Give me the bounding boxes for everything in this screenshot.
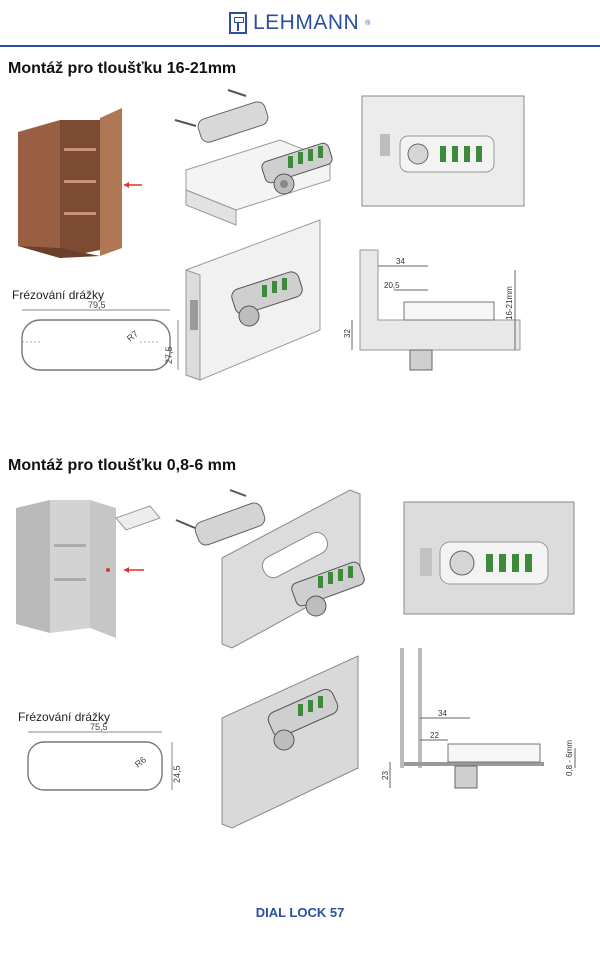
dim-length-wood: 79,5	[88, 300, 106, 310]
section1-illustrations: 79,5 R7 27,5 34 20,5 32 16-21mm	[18, 89, 525, 381]
lock-detail-view-sheet	[403, 501, 575, 615]
lock-exploded-wood	[174, 89, 333, 226]
dim-34-sheet: 34	[438, 709, 447, 718]
product-name: DIAL LOCK 57	[255, 905, 345, 920]
dim-height-sheet: 24,5	[172, 765, 182, 783]
cross-section-wood: 34 20,5 32 16-21mm	[343, 249, 521, 371]
milling-drawing-wood: 79,5 R7 27,5	[21, 300, 179, 371]
dim-22-sheet: 22	[430, 731, 439, 740]
brand-name: LEHMANN	[253, 11, 360, 34]
dim-radius-wood: R7	[125, 328, 140, 343]
dim-thickness-wood: 16-21mm	[505, 286, 514, 320]
registered-mark: ®	[365, 19, 371, 27]
header-rule	[0, 45, 600, 47]
lock-mounted-wood	[185, 219, 321, 381]
lock-exploded-sheet	[175, 489, 365, 649]
dim-thickness-sheet: 0,8 - 6mm	[565, 740, 574, 776]
section2-title: Montáž pro tloušťku 0,8-6 mm	[8, 457, 237, 474]
section1-title: Montáž pro tloušťku 16-21mm	[8, 60, 237, 77]
milling-label-wood: Frézování drážky	[12, 288, 105, 302]
dim-34-wood: 34	[396, 257, 405, 266]
wood-cabinet-illustration	[18, 108, 142, 258]
cross-section-sheet: 34 22 23 0,8 - 6mm	[381, 648, 576, 789]
dim-radius-sheet: R6	[133, 754, 148, 769]
dim-32-wood: 32	[343, 329, 352, 338]
lehmann-logo: LEHMANN ®	[229, 11, 370, 35]
lock-detail-view-wood	[361, 95, 525, 207]
section2-illustrations: 75,5 R6 24,5 34 22 23 0,8 - 6mm	[16, 489, 576, 829]
lehmann-logo-icon	[229, 12, 247, 34]
page-header: LEHMANN ®	[0, 0, 600, 46]
lock-mounted-sheet	[221, 655, 359, 829]
milling-label-sheet: Frézování drážky	[18, 710, 111, 724]
dim-23-sheet: 23	[381, 771, 390, 780]
dim-205-wood: 20,5	[384, 281, 400, 290]
dim-length-sheet: 75,5	[90, 722, 108, 732]
grey-cabinet-illustration	[16, 500, 161, 638]
dim-height-wood: 27,5	[164, 346, 174, 364]
milling-drawing-sheet: 75,5 R6 24,5	[27, 722, 182, 791]
